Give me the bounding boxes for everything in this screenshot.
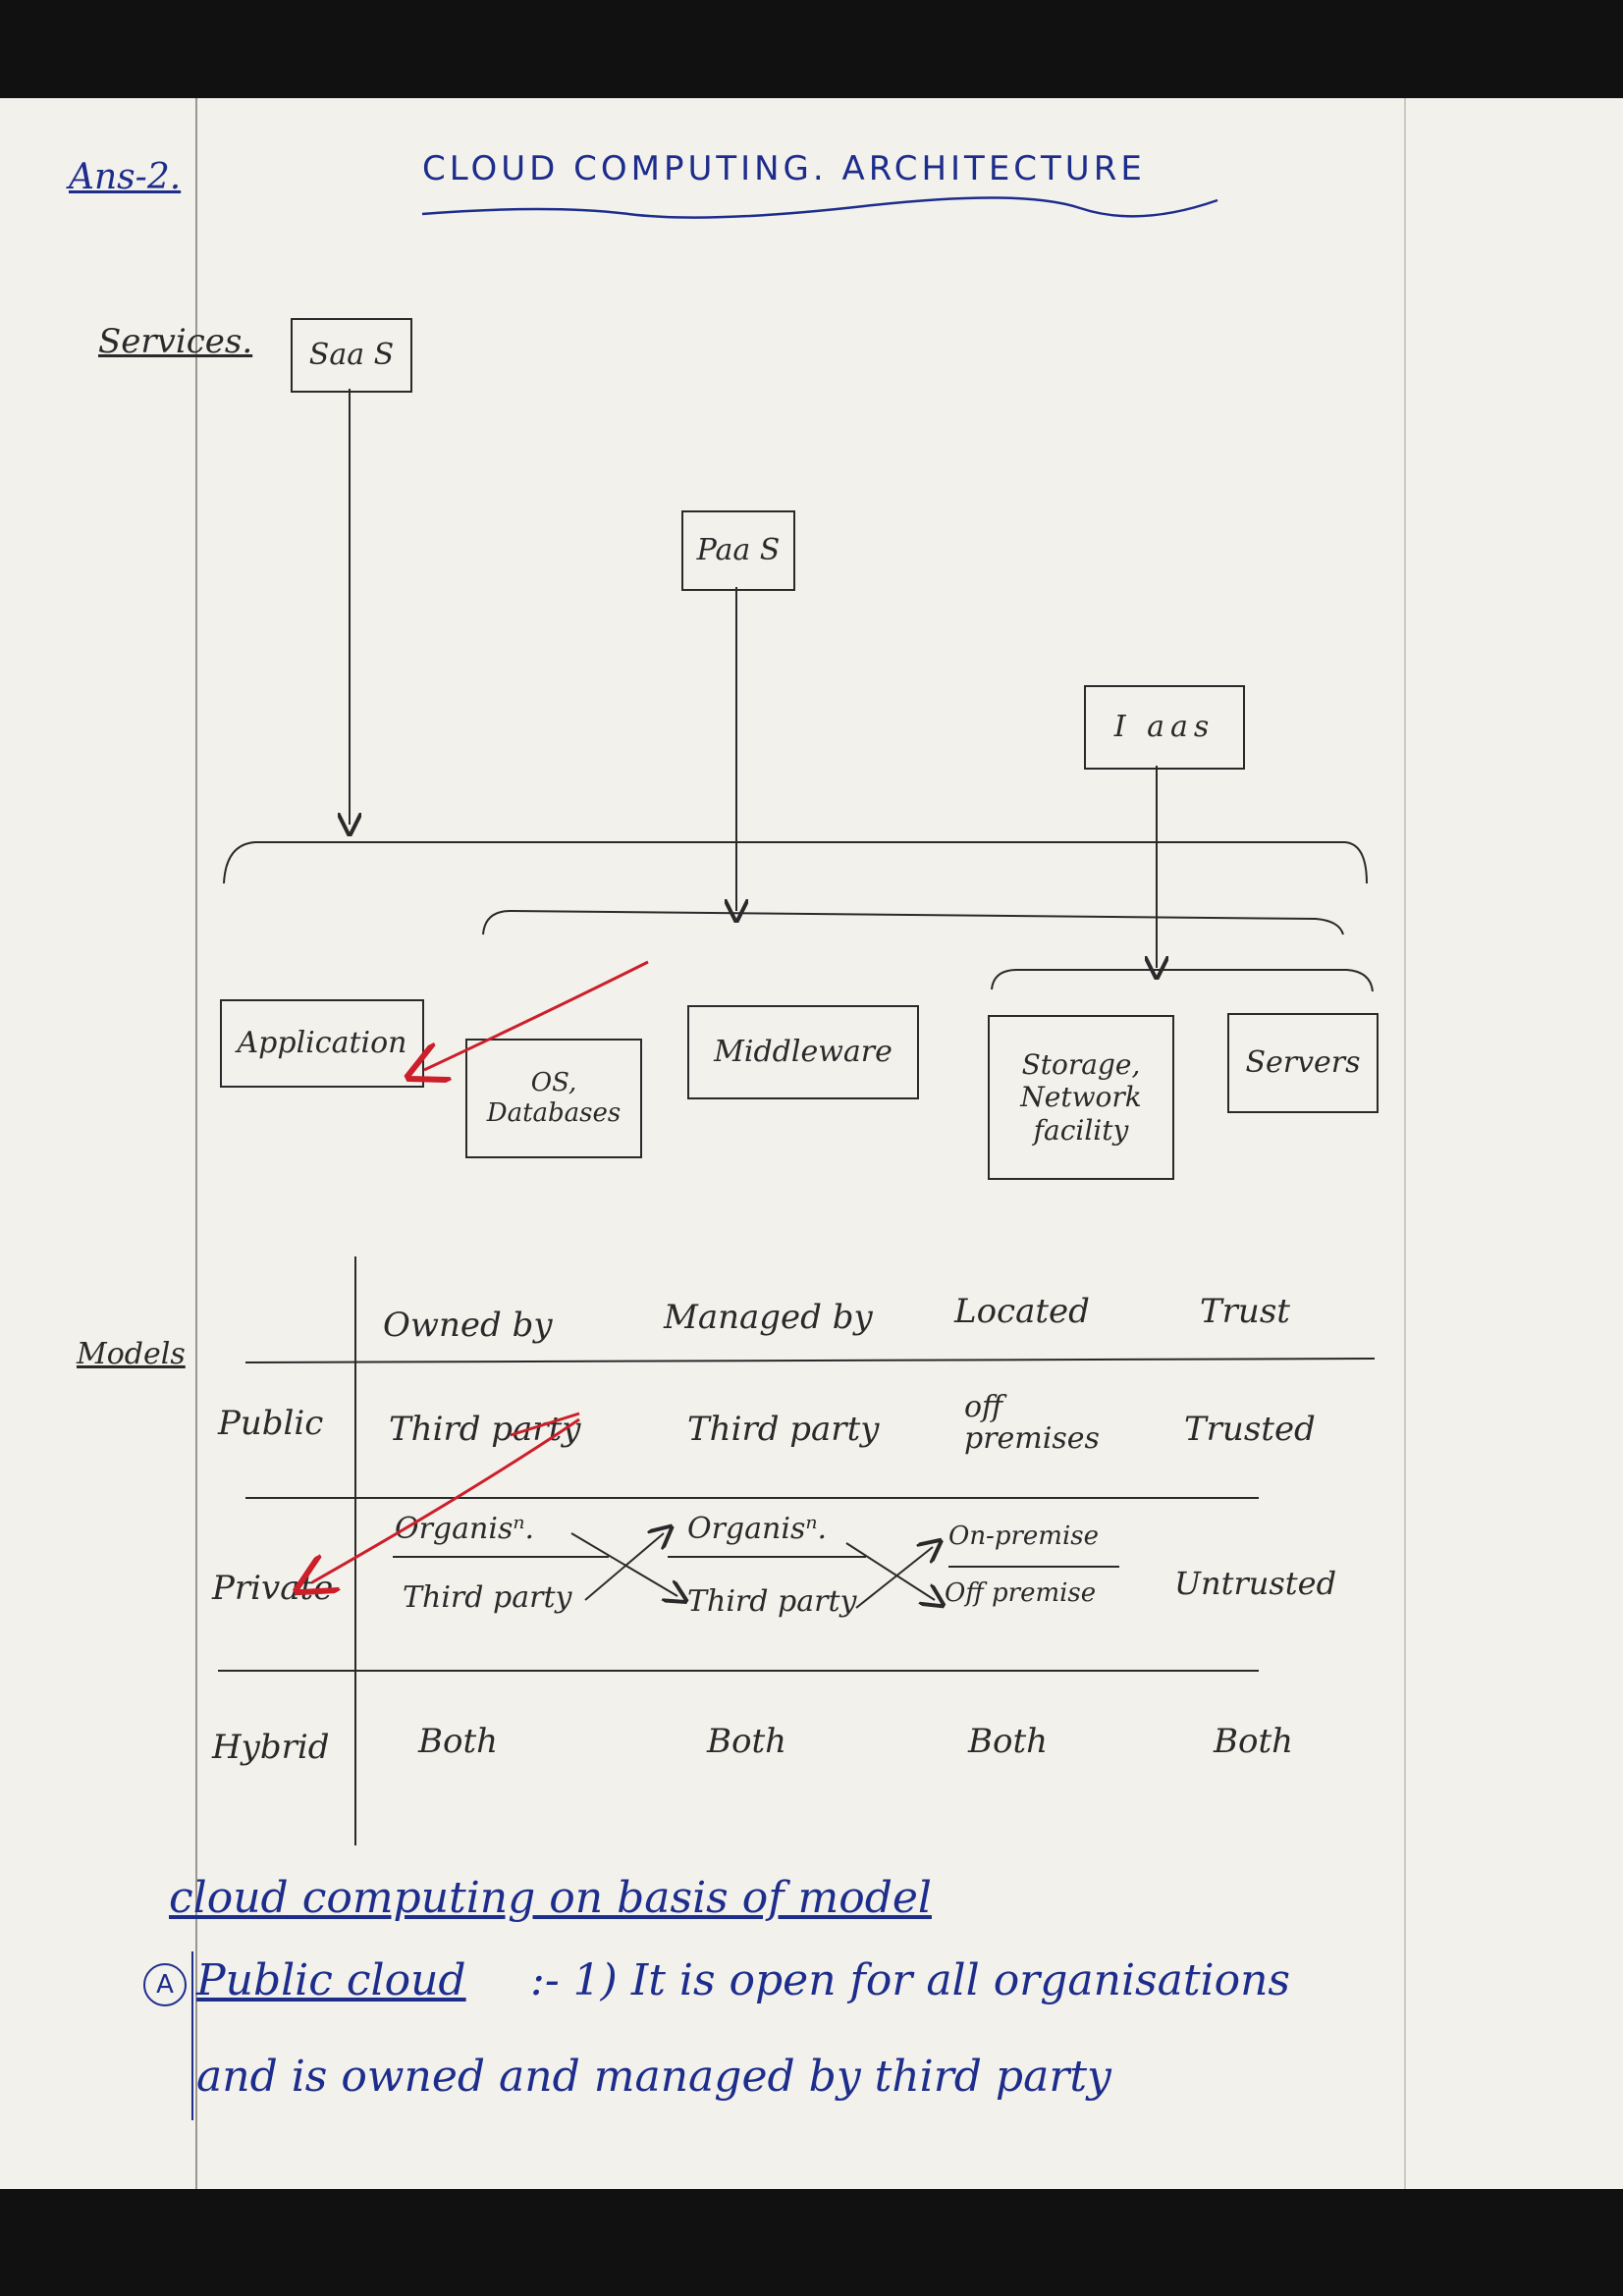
servers-box: Servers bbox=[1227, 1013, 1379, 1113]
private-managed-bottom: Third party bbox=[687, 1584, 857, 1619]
red-strike bbox=[510, 1412, 580, 1437]
table-header-line bbox=[244, 1358, 1376, 1363]
notes-heading: cloud computing on basis of model bbox=[169, 1873, 932, 1923]
right-margin-line bbox=[1404, 98, 1406, 2189]
services-label: Services. bbox=[98, 322, 253, 361]
cross-arrow-4 bbox=[855, 1547, 933, 1609]
cross-arrow-2 bbox=[584, 1533, 664, 1601]
answer-label: Ans-2. bbox=[69, 157, 182, 197]
public-owned: Third party bbox=[389, 1410, 581, 1449]
page-title: CLOUD COMPUTING. ARCHITECTURE bbox=[422, 149, 1146, 188]
title-underline bbox=[421, 196, 1218, 219]
col-located: Located bbox=[954, 1292, 1090, 1331]
marker-a: A bbox=[143, 1963, 187, 2006]
private-trust: Untrusted bbox=[1174, 1565, 1337, 1602]
notebook-page: Ans-2. CLOUD COMPUTING. ARCHITECTURE Ser… bbox=[0, 98, 1623, 2189]
models-label: Models bbox=[77, 1337, 186, 1371]
iaas-brace bbox=[991, 969, 1374, 992]
col-owned-by: Owned by bbox=[383, 1306, 553, 1345]
middleware-box: Middleware bbox=[687, 1005, 919, 1099]
saas-box: Saa S bbox=[291, 318, 412, 393]
private-owned-bottom: Third party bbox=[403, 1580, 572, 1615]
public-managed: Third party bbox=[687, 1410, 880, 1449]
notes-line-2: and is owned and managed by third party bbox=[196, 2052, 1111, 2102]
paas-box: Paa S bbox=[681, 510, 795, 591]
public-trust: Trusted bbox=[1184, 1410, 1316, 1449]
hybrid-owned: Both bbox=[418, 1722, 499, 1761]
diagram-lines bbox=[191, 196, 1376, 2120]
col-managed-by: Managed by bbox=[664, 1298, 873, 1337]
paas-brace bbox=[482, 909, 1344, 935]
saas-brace bbox=[223, 841, 1368, 884]
row-hybrid: Hybrid bbox=[212, 1728, 330, 1767]
private-located-bottom: Off premise bbox=[945, 1578, 1097, 1608]
hybrid-located: Both bbox=[968, 1722, 1049, 1761]
hybrid-managed: Both bbox=[707, 1722, 787, 1761]
row-public: Public bbox=[218, 1404, 324, 1443]
public-located: off premises bbox=[964, 1390, 1100, 1456]
hybrid-trust: Both bbox=[1214, 1722, 1294, 1761]
cross-arrow-3 bbox=[845, 1542, 935, 1600]
public-cloud-label: Public cloud bbox=[196, 1955, 466, 2005]
private-owned-top: Organisⁿ. bbox=[395, 1512, 535, 1546]
private-located-top: On-premise bbox=[948, 1522, 1100, 1551]
storage-network-box: Storage, Network facility bbox=[988, 1015, 1174, 1180]
cross-arrow-1 bbox=[570, 1532, 677, 1596]
red-correction-arrow-2 bbox=[312, 1417, 580, 1582]
notes-line-1: :- 1) It is open for all organisations bbox=[530, 1955, 1290, 2005]
private-managed-top: Organisⁿ. bbox=[687, 1512, 828, 1546]
margin-line bbox=[195, 98, 197, 2189]
iaas-box: I aas bbox=[1084, 685, 1245, 770]
os-databases-box: OS, Databases bbox=[465, 1039, 642, 1158]
col-trust: Trust bbox=[1200, 1292, 1290, 1331]
red-correction-arrow-1 bbox=[424, 960, 649, 1070]
